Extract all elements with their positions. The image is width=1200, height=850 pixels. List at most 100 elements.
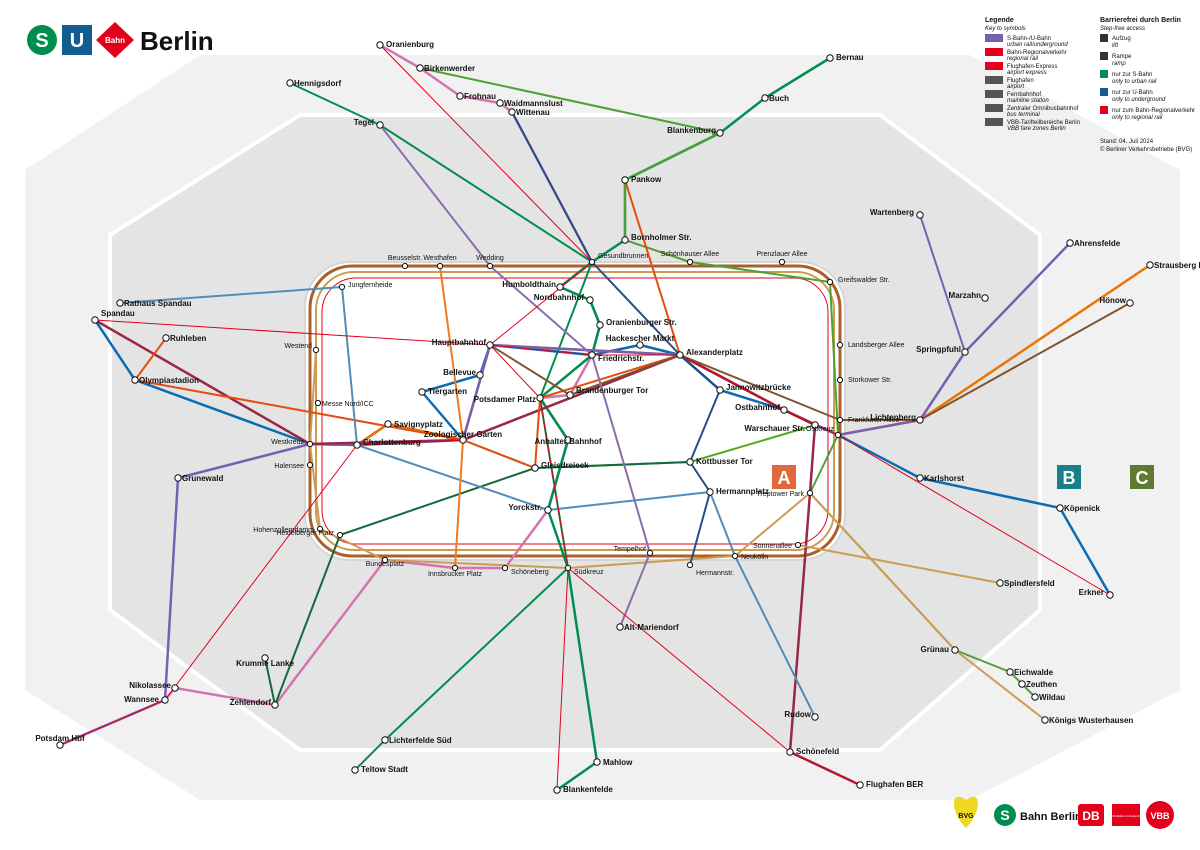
station-olympiastadion[interactable] bbox=[131, 376, 139, 384]
station-teltow-stadt[interactable] bbox=[351, 766, 359, 774]
station-wittenau[interactable] bbox=[508, 108, 516, 116]
station-oranienburg[interactable] bbox=[376, 41, 384, 49]
station-kottbusser-tor[interactable] bbox=[686, 458, 694, 466]
station-alexanderplatz[interactable] bbox=[676, 351, 684, 359]
station-hohenzollerndamm[interactable] bbox=[316, 525, 324, 533]
station-springpfuhl[interactable] bbox=[961, 348, 969, 356]
station-ahrensfelde[interactable] bbox=[1066, 239, 1074, 247]
station-gesundbrunnen[interactable] bbox=[588, 258, 596, 266]
station-krumme-lanke[interactable] bbox=[261, 654, 269, 662]
station-charlottenburg[interactable] bbox=[353, 441, 361, 449]
station-h-now[interactable] bbox=[1126, 299, 1134, 307]
station-lichtenberg[interactable] bbox=[916, 416, 924, 424]
station-ruhleben[interactable] bbox=[162, 334, 170, 342]
station-spindlersfeld[interactable] bbox=[996, 579, 1004, 587]
station-zehlendorf[interactable] bbox=[271, 701, 279, 709]
station-pankow[interactable] bbox=[621, 176, 629, 184]
station-blankenburg[interactable] bbox=[716, 129, 724, 137]
station-flughafen-ber[interactable] bbox=[856, 781, 864, 789]
station-nikolassee[interactable] bbox=[171, 684, 179, 692]
station-jannowitzbr-cke[interactable] bbox=[716, 386, 724, 394]
station-westend[interactable] bbox=[312, 346, 320, 354]
station-frankfurter-allee[interactable] bbox=[836, 416, 844, 424]
station-ostkreuz[interactable] bbox=[834, 431, 842, 439]
station-halensee[interactable] bbox=[306, 461, 314, 469]
station-wildau[interactable] bbox=[1031, 693, 1039, 701]
station-bernau[interactable] bbox=[826, 54, 834, 62]
station-anhalter-bahnhof[interactable] bbox=[564, 436, 572, 444]
station-potsdamer-platz[interactable] bbox=[536, 394, 544, 402]
station-innsbrucker-platz[interactable] bbox=[451, 564, 459, 572]
station-tiergarten[interactable] bbox=[418, 388, 426, 396]
station-sonnenallee[interactable] bbox=[794, 541, 802, 549]
station-savignyplatz[interactable] bbox=[384, 420, 392, 428]
station-frohnau[interactable] bbox=[456, 92, 464, 100]
station-k-nigs-wusterhausen[interactable] bbox=[1041, 716, 1049, 724]
station-buch[interactable] bbox=[761, 94, 769, 102]
station-gr-nau[interactable] bbox=[951, 646, 959, 654]
station-grunewald[interactable] bbox=[174, 474, 182, 482]
station-greifswalder-str[interactable] bbox=[826, 278, 834, 286]
station-treptower-park[interactable] bbox=[806, 489, 814, 497]
station-potsdam-hbf[interactable] bbox=[56, 741, 64, 749]
station-wartenberg[interactable] bbox=[916, 211, 924, 219]
station-heidelberger-platz[interactable] bbox=[336, 531, 344, 539]
station-s-dkreuz[interactable] bbox=[564, 564, 572, 572]
station-label-lichterfelde-s-d: Lichterfelde Süd bbox=[389, 736, 452, 745]
station-hackescher-markt[interactable] bbox=[636, 341, 644, 349]
station-spandau[interactable] bbox=[91, 316, 99, 324]
station-zeuthen[interactable] bbox=[1018, 680, 1026, 688]
station-erkner[interactable] bbox=[1106, 591, 1114, 599]
station-birkenwerder[interactable] bbox=[416, 64, 424, 72]
station-sch-neberg[interactable] bbox=[501, 564, 509, 572]
station-karlshorst[interactable] bbox=[916, 474, 924, 482]
station-messe-nord-icc[interactable] bbox=[314, 399, 322, 407]
station-waidmannslust[interactable] bbox=[496, 99, 504, 107]
station-gleisdreieck[interactable] bbox=[531, 464, 539, 472]
station-wannsee[interactable] bbox=[161, 696, 169, 704]
station-alt-mariendorf[interactable] bbox=[616, 623, 624, 631]
station-hennigsdorf[interactable] bbox=[286, 79, 294, 87]
station-hermannstr[interactable] bbox=[686, 561, 694, 569]
station-bornholmer-str[interactable] bbox=[621, 236, 629, 244]
station-marzahn[interactable] bbox=[981, 294, 989, 302]
station-sch-nhauser-allee[interactable] bbox=[686, 258, 694, 266]
station-eichwalde[interactable] bbox=[1006, 668, 1014, 676]
station-yorckstr[interactable] bbox=[544, 506, 552, 514]
station-prenzlauer-allee[interactable] bbox=[778, 258, 786, 266]
station-ostbahnhof[interactable] bbox=[780, 406, 788, 414]
station-oranienburger-str[interactable] bbox=[596, 321, 604, 329]
station-strausberg-nord[interactable] bbox=[1146, 261, 1154, 269]
station-brandenburger-tor[interactable] bbox=[566, 391, 574, 399]
station-tempelhof[interactable] bbox=[646, 549, 654, 557]
station-tegel[interactable] bbox=[376, 121, 384, 129]
station-rathaus-spandau[interactable] bbox=[116, 299, 124, 307]
legend-badge-1 bbox=[985, 48, 1003, 56]
station-storkower-str[interactable] bbox=[836, 376, 844, 384]
station-label-hackescher-markt: Hackescher Markt bbox=[606, 334, 675, 343]
header-logos: S U Bahn Berlin bbox=[27, 22, 214, 58]
station-hermannplatz[interactable] bbox=[706, 488, 714, 496]
station-neuk-lln[interactable] bbox=[731, 552, 739, 560]
station-westkreuz[interactable] bbox=[306, 440, 314, 448]
station-blankenfelde[interactable] bbox=[553, 786, 561, 794]
station-wedding[interactable] bbox=[486, 262, 494, 270]
station-friedrichstr[interactable] bbox=[588, 351, 596, 359]
station-bellevue[interactable] bbox=[476, 371, 484, 379]
station-beusselstr[interactable] bbox=[401, 262, 409, 270]
station-zoologischer-garten[interactable] bbox=[459, 436, 467, 444]
station-rudow[interactable] bbox=[811, 713, 819, 721]
station-jungfernheide[interactable] bbox=[338, 283, 346, 291]
legend-item-sub-6: VBB fare zones Berlin bbox=[1007, 126, 1066, 132]
station-lichterfelde-s-d[interactable] bbox=[381, 736, 389, 744]
station-warschauer-str[interactable] bbox=[811, 421, 819, 429]
station-k-penick[interactable] bbox=[1056, 504, 1064, 512]
station-westhafen[interactable] bbox=[436, 262, 444, 270]
station-mahlow[interactable] bbox=[593, 758, 601, 766]
station-sch-nefeld[interactable] bbox=[786, 748, 794, 756]
station-humboldthain[interactable] bbox=[556, 283, 564, 291]
station-landsberger-allee[interactable] bbox=[836, 341, 844, 349]
station-bundesplatz[interactable] bbox=[381, 556, 389, 564]
station-hauptbahnhof[interactable] bbox=[486, 341, 494, 349]
station-nordbahnhof[interactable] bbox=[586, 296, 594, 304]
